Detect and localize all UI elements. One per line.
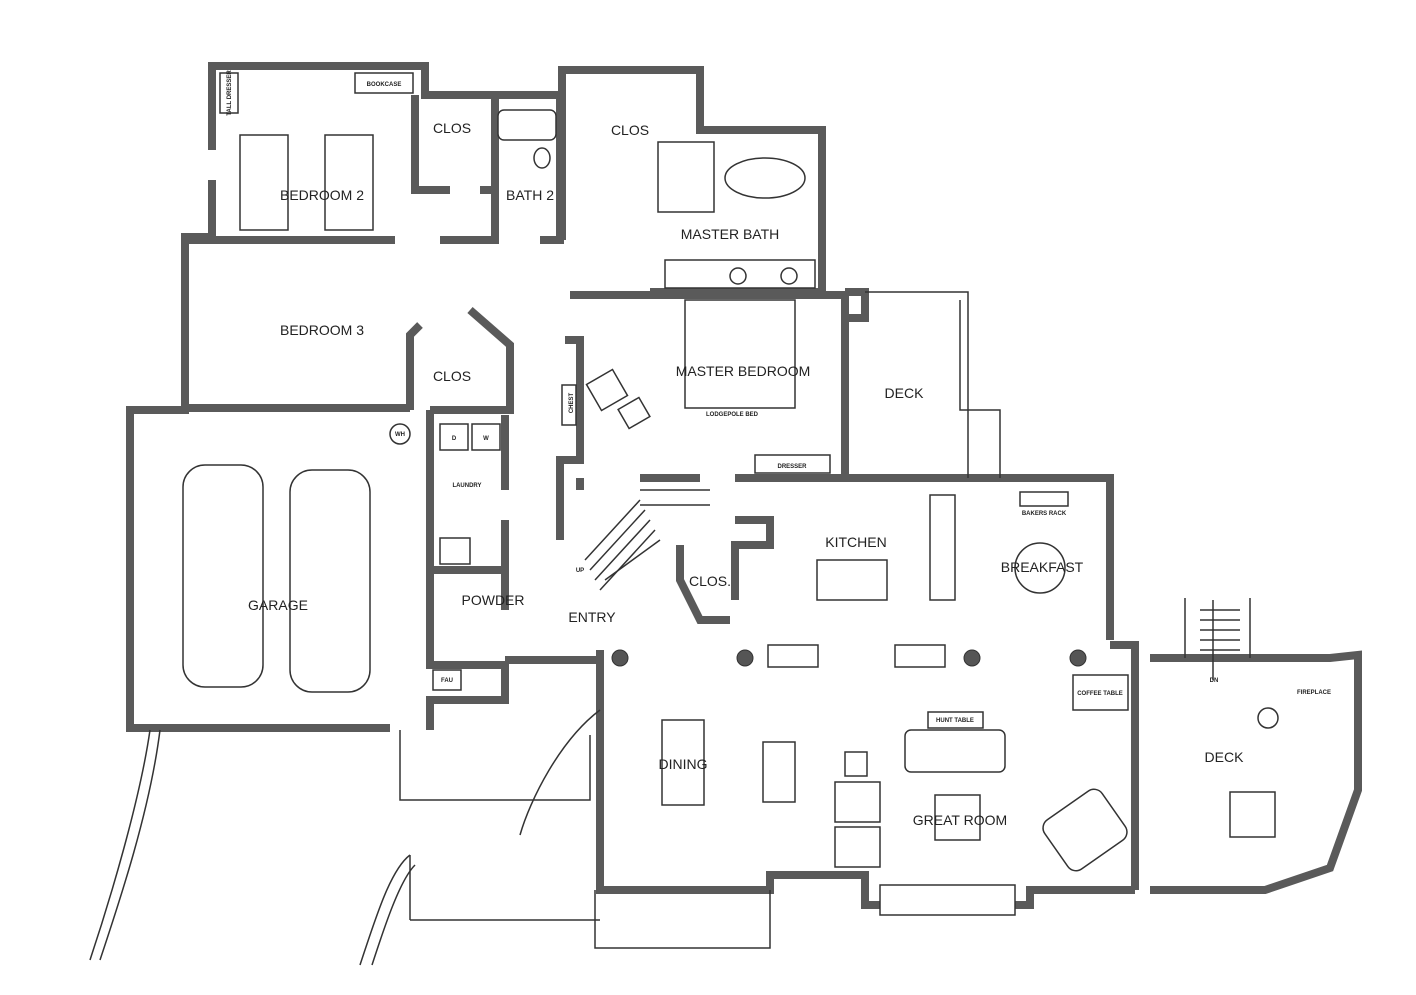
laundry-sink xyxy=(439,537,471,565)
label-master-bedroom: MASTER BEDROOM xyxy=(676,363,811,379)
dresser xyxy=(754,454,831,474)
outlines xyxy=(89,291,1251,966)
label-washer: W xyxy=(483,436,489,442)
label-hunt-table: HUNT TABLE xyxy=(936,718,974,724)
fau xyxy=(432,669,462,691)
furniture xyxy=(182,72,1279,916)
deck-stairs xyxy=(1200,600,1240,680)
tall-dresser xyxy=(219,72,239,114)
label-chest: CHEST xyxy=(569,393,575,414)
coffee-table-great xyxy=(934,794,981,841)
kitchen-counter xyxy=(929,494,956,601)
label-deck-upper: DECK xyxy=(885,385,925,401)
fixture-labels: TALL DRESSER BOOKCASE CHEST LODGEPOLE BE… xyxy=(227,70,1331,724)
label-wh: WH xyxy=(395,432,405,438)
ottoman xyxy=(617,396,651,430)
side-table xyxy=(844,751,868,777)
master-tub xyxy=(724,157,806,199)
dryer xyxy=(439,423,469,451)
label-dn: DN xyxy=(1210,678,1219,684)
label-garage: GARAGE xyxy=(248,597,308,613)
bed-right xyxy=(324,134,374,231)
label-master-bath: MASTER BATH xyxy=(681,226,780,242)
washer xyxy=(471,423,501,451)
armchair xyxy=(585,368,629,412)
label-fireplace: FIREPLACE xyxy=(1297,690,1331,696)
label-dining: DINING xyxy=(659,756,708,772)
toilet xyxy=(533,147,551,169)
master-bed xyxy=(684,299,796,409)
label-entry: ENTRY xyxy=(568,609,616,625)
label-coffee-table: COFFEE TABLE xyxy=(1077,691,1123,697)
stair-treads xyxy=(584,489,710,591)
water-heater xyxy=(389,423,411,445)
bathtub xyxy=(497,109,557,141)
label-tall-dresser: TALL DRESSER xyxy=(227,70,233,116)
label-up: UP xyxy=(576,568,584,574)
label-clos3: CLOS xyxy=(433,368,471,384)
label-kitchen: KITCHEN xyxy=(825,534,886,550)
label-bedroom2: BEDROOM 2 xyxy=(280,187,364,203)
sofa xyxy=(904,729,1006,773)
bed-left xyxy=(239,134,289,231)
label-powder: POWDER xyxy=(462,592,525,608)
chair-2 xyxy=(834,826,881,868)
shower xyxy=(657,141,715,213)
label-bedroom3: BEDROOM 3 xyxy=(280,322,364,338)
label-bath2: BATH 2 xyxy=(506,187,554,203)
great-room-window xyxy=(879,884,1016,916)
label-dresser: DRESSER xyxy=(777,464,807,470)
label-bakers-rack: BAKERS RACK xyxy=(1022,511,1067,517)
label-breakfast: BREAKFAST xyxy=(1001,559,1084,575)
label-bookcase: BOOKCASE xyxy=(367,82,402,88)
bench xyxy=(762,741,796,803)
label-great-room: GREAT ROOM xyxy=(913,812,1007,828)
hunt-table xyxy=(927,711,984,729)
label-dryer: D xyxy=(452,436,457,442)
walls xyxy=(126,62,1362,909)
label-clos1: CLOS xyxy=(433,120,471,136)
chair-1 xyxy=(834,781,881,823)
room-labels: BEDROOM 2 CLOS BATH 2 CLOS MASTER BATH B… xyxy=(248,120,1244,828)
label-fau: FAU xyxy=(441,678,453,684)
car-right xyxy=(289,469,371,693)
breakfast-table xyxy=(1014,542,1066,594)
car-left xyxy=(182,464,264,688)
bookcase xyxy=(354,72,414,94)
label-clos-master: CLOS xyxy=(611,122,649,138)
chest xyxy=(561,384,577,426)
column xyxy=(611,649,629,667)
deck-table xyxy=(1229,791,1276,838)
coffee-table xyxy=(1072,674,1129,711)
label-laundry: LAUNDRY xyxy=(452,483,481,489)
bakers-rack xyxy=(1019,491,1069,507)
dining-table xyxy=(661,719,705,806)
label-clos-entry: CLOS. xyxy=(689,573,731,589)
label-lodgepole-bed: LODGEPOLE BED xyxy=(706,412,759,418)
label-deck-right: DECK xyxy=(1205,749,1245,765)
kitchen-island xyxy=(816,559,888,601)
piano xyxy=(1042,788,1128,872)
